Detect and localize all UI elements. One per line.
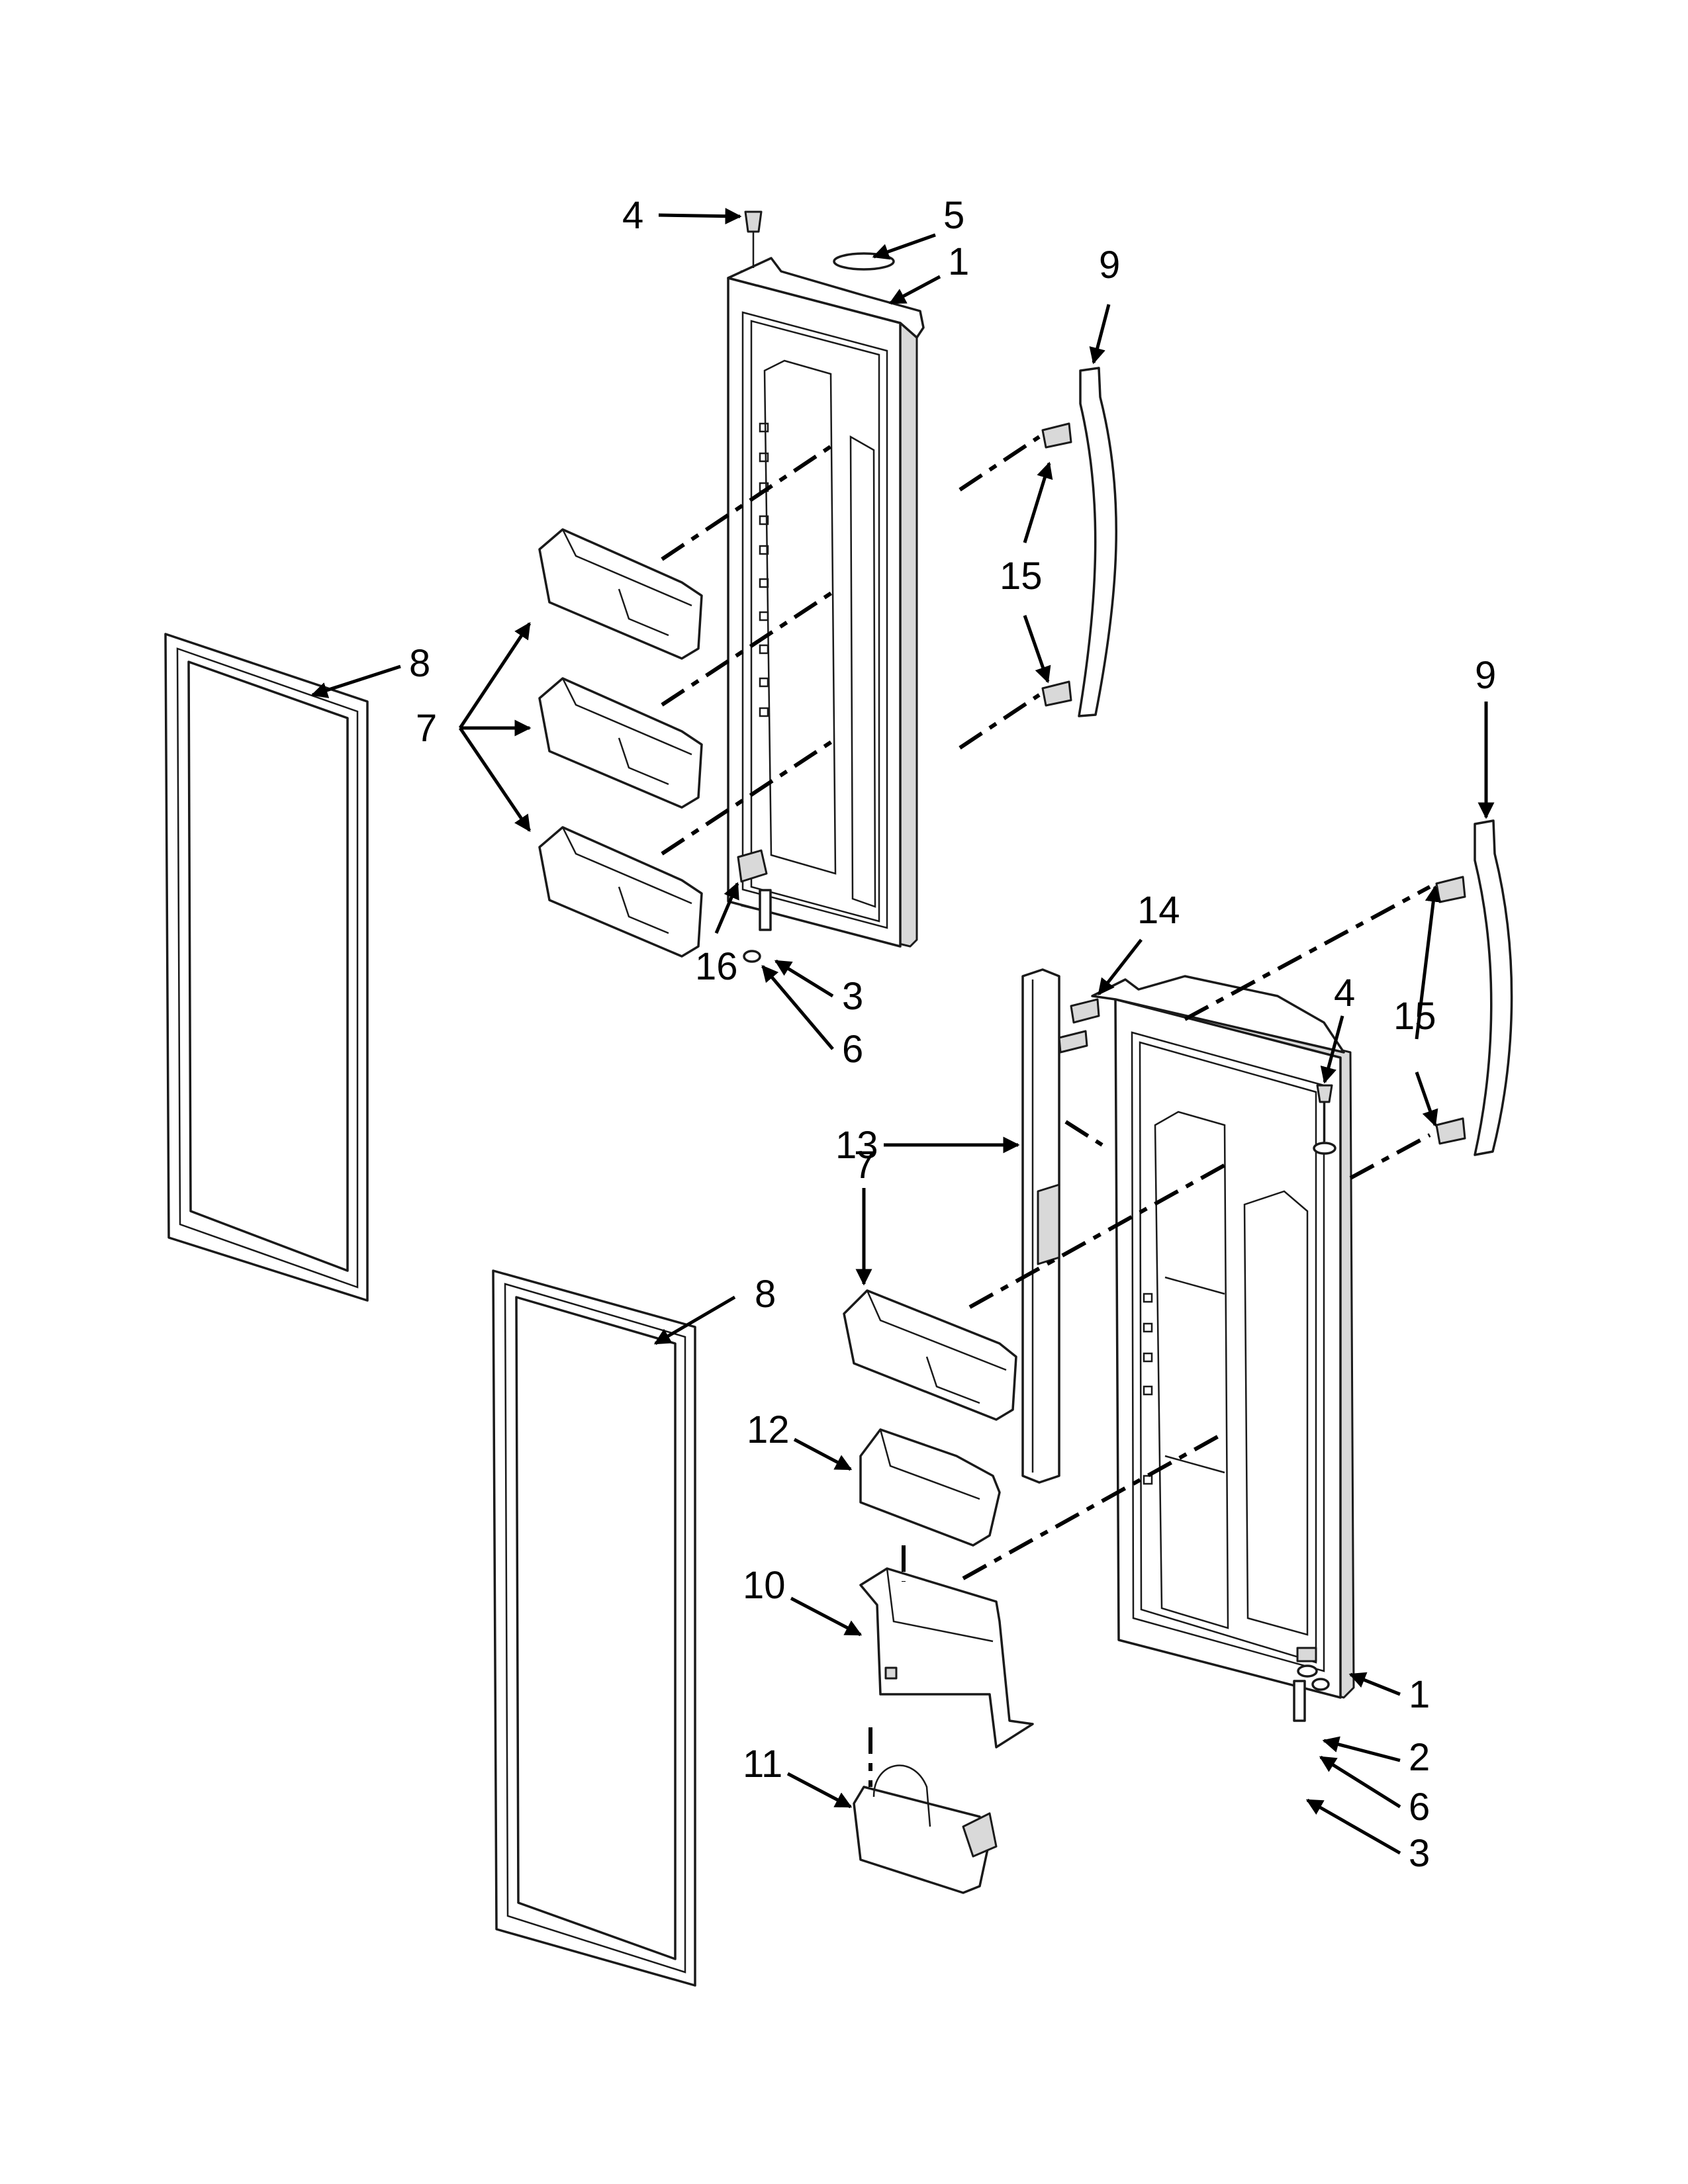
left-door-bins (538, 528, 703, 958)
door-bin-middle (538, 677, 703, 809)
door-bin-lower (538, 826, 703, 958)
callout-1-right: 1 (1409, 1673, 1430, 1716)
callout-12: 12 (747, 1408, 790, 1451)
right-door-bin (843, 1289, 1017, 1421)
callout-3-top: 3 (842, 975, 863, 1018)
leader-arrows (310, 208, 1495, 1855)
callout-8-bottom: 8 (755, 1273, 776, 1316)
callout-10: 10 (743, 1564, 786, 1607)
right-handle (1435, 819, 1513, 1156)
door-bin-upper (538, 528, 703, 660)
callout-11: 11 (743, 1743, 782, 1786)
center-mullion (1021, 968, 1088, 1484)
callout-8-top: 8 (409, 642, 430, 685)
callout-6-top: 6 (842, 1028, 863, 1071)
callout-6-right: 6 (1409, 1786, 1430, 1829)
callout-5: 5 (943, 194, 964, 237)
left-door-assembly (727, 210, 925, 963)
left-door-gasket (164, 633, 369, 1302)
dispenser-bin-12 (859, 1428, 1001, 1547)
dispenser-bin-11 (853, 1764, 998, 1894)
callout-1-top: 1 (948, 240, 969, 283)
left-handle (1041, 367, 1117, 717)
callout-7-group: 7 (416, 707, 437, 750)
callout-4-right: 4 (1334, 972, 1355, 1015)
callout-16: 16 (695, 945, 738, 988)
callout-7-right: 7 (854, 1144, 875, 1187)
right-door-assembly (1091, 975, 1355, 1722)
assembly-lines (661, 435, 1431, 1787)
callout-9-top: 9 (1099, 244, 1120, 287)
right-door-gasket (492, 1269, 696, 1987)
callout-15-right: 15 (1393, 995, 1436, 1038)
callout-9-right: 9 (1475, 654, 1496, 697)
dispenser-housing-10 (859, 1567, 1034, 1749)
callout-14: 14 (1137, 889, 1180, 932)
callout-15-top: 15 (1000, 555, 1043, 598)
callout-3-right: 3 (1409, 1832, 1430, 1875)
callout-4-top: 4 (622, 194, 643, 237)
callout-labels: 4 5 1 9 15 8 7 16 3 6 9 14 4 15 13 7 8 1… (409, 194, 1496, 1875)
screw-14 (1070, 998, 1100, 1024)
callout-2: 2 (1409, 1736, 1430, 1779)
callout-13: 13 (835, 1124, 878, 1167)
